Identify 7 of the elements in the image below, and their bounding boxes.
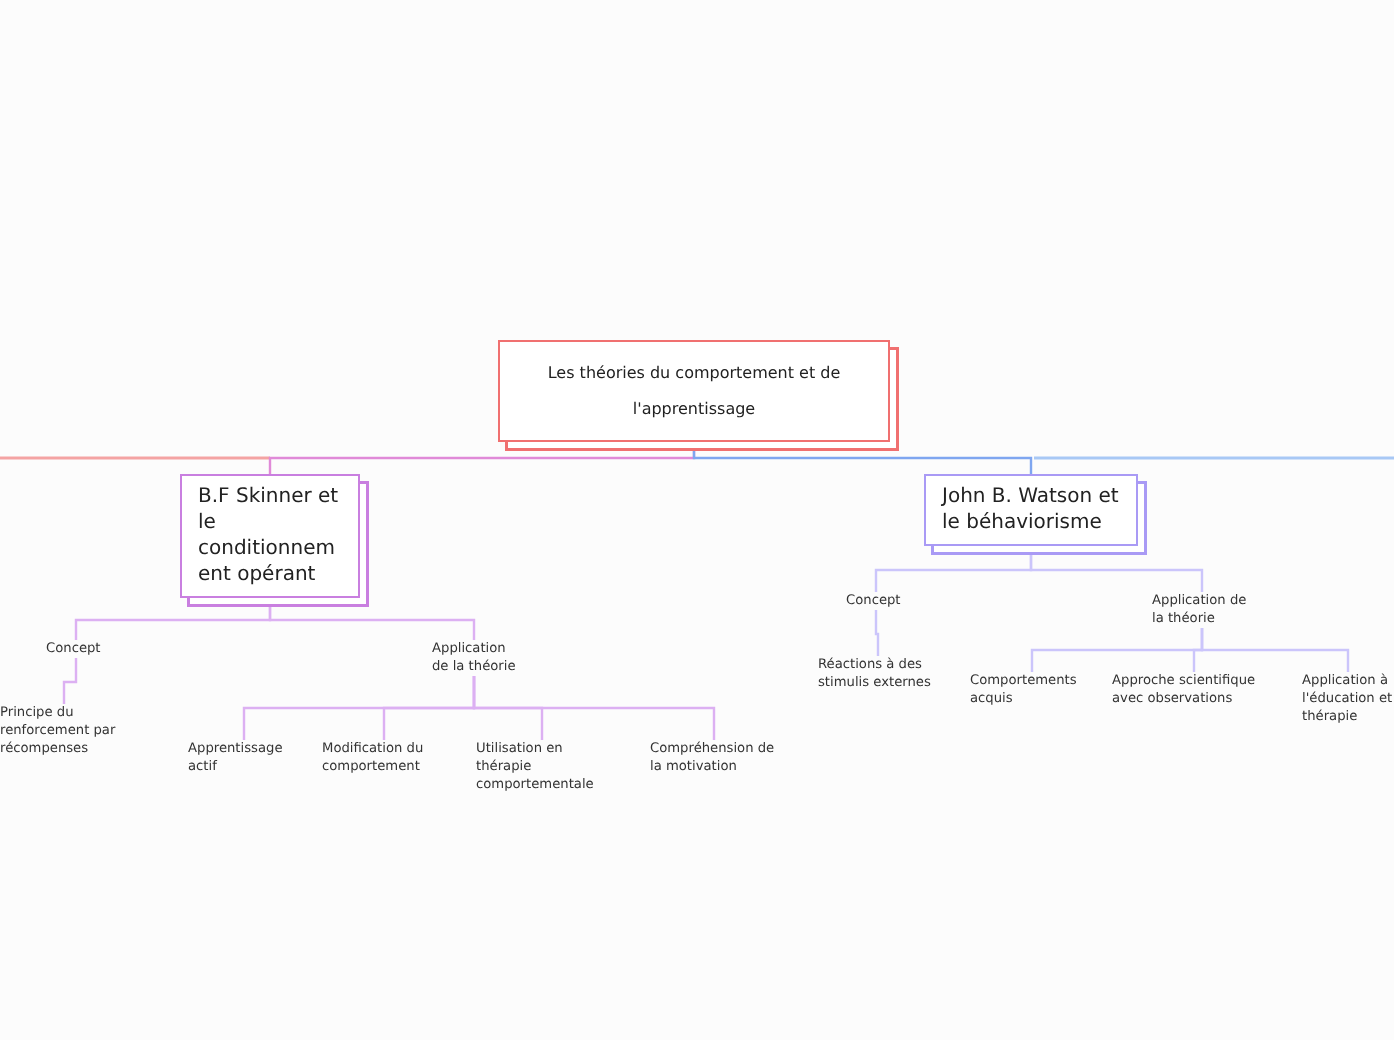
- connector-line: [874, 610, 880, 656]
- connector-line: [472, 676, 716, 740]
- topic-text: John B. Watson et le béhaviorisme: [942, 484, 1120, 536]
- topic-text: Les théories du comportement et de l'apprentissage: [545, 361, 843, 422]
- connector-line: [62, 658, 78, 704]
- connector-line: [1200, 628, 1350, 672]
- topic-text: B.F Skinner et le conditionnement opérant: [198, 484, 341, 588]
